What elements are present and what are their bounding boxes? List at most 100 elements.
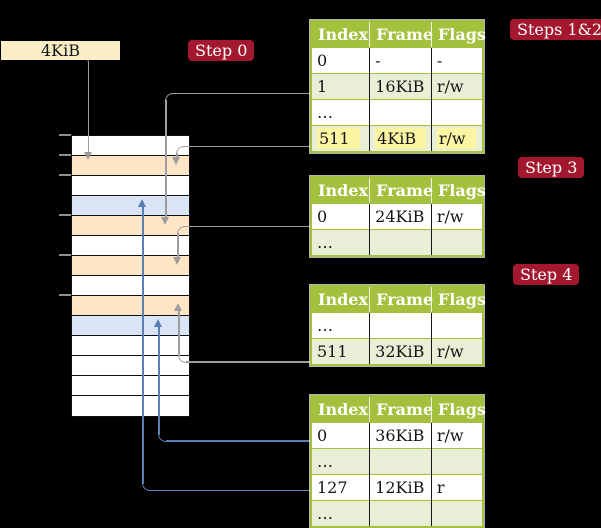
column-header-frame: Frame	[369, 397, 433, 423]
cell-text: -	[436, 51, 443, 70]
table-cell	[369, 448, 432, 475]
table-cell: r/w	[431, 73, 482, 100]
cell-text: r/w	[436, 207, 464, 226]
column-header-frame: Frame	[369, 287, 433, 313]
connector-corner	[178, 354, 186, 363]
memory-row-11	[72, 336, 189, 356]
cell-text: 0	[317, 51, 328, 70]
connector-segment	[87, 62, 89, 153]
table-cell: r/w	[431, 338, 482, 364]
memory-row-6	[72, 236, 189, 256]
table-row: 127 12KiB r	[312, 474, 482, 501]
memory-row-14	[72, 396, 189, 416]
connector-segment	[173, 92, 310, 94]
column-header-index: Index	[312, 22, 371, 48]
column-header-flags: Flags	[431, 397, 486, 423]
column-header-index: Index	[312, 178, 371, 204]
table-row: …	[312, 99, 482, 126]
arrowhead-up-icon	[138, 199, 146, 207]
frame-size-box: 4KiB	[1, 41, 120, 60]
memory-tick	[59, 214, 71, 216]
table-cell: 127	[312, 474, 371, 501]
table-cell: 24KiB	[369, 203, 432, 230]
cell-text: 127	[317, 478, 348, 497]
cell-text: 1	[317, 77, 328, 96]
cell-text: -	[375, 51, 381, 70]
connector-segment	[178, 311, 180, 356]
memory-row-8	[72, 276, 189, 296]
column-header-flags: Flags	[431, 178, 486, 204]
connector-corner	[142, 483, 150, 491]
table-cell: 16KiB	[369, 73, 432, 100]
arrowhead-down-icon	[84, 152, 92, 160]
table-cell	[369, 99, 432, 126]
table-cell	[431, 448, 482, 475]
cell-text: r/w	[436, 128, 476, 149]
column-header-flags: Flags	[431, 287, 486, 313]
connector-corner	[176, 145, 184, 154]
table-row: …	[312, 448, 482, 475]
cell-text: …	[317, 504, 333, 523]
memory-row-13	[72, 376, 189, 396]
arrowhead-down-icon	[172, 157, 180, 165]
connector-corner	[158, 433, 166, 442]
table-cell: 0	[312, 47, 371, 74]
step-0-badge: Step 0	[188, 40, 255, 61]
column-header-index: Index	[312, 397, 371, 423]
arrowhead-up-icon	[154, 319, 162, 327]
cell-text: 12KiB	[375, 478, 425, 497]
column-header-flags: Flags	[431, 22, 486, 48]
table-cell: …	[312, 500, 371, 526]
connector-segment	[165, 100, 167, 217]
connector-segment	[142, 207, 144, 484]
cell-text: 32KiB	[375, 342, 425, 361]
connector-segment	[176, 153, 178, 158]
connector-segment	[158, 327, 160, 435]
memory-tick	[59, 254, 71, 256]
memory-row-2	[72, 156, 189, 176]
cell-text: r	[436, 478, 445, 497]
cell-text: …	[317, 452, 333, 471]
memory-row-9	[72, 296, 189, 316]
memory-row-5	[72, 216, 189, 236]
table-cell	[369, 312, 432, 339]
cell-text: 0	[317, 207, 328, 226]
memory-row-4	[72, 196, 189, 216]
connector-segment	[177, 233, 179, 258]
table-cell	[431, 312, 482, 339]
table-cell: 12KiB	[369, 474, 432, 501]
table-cell: 36KiB	[369, 422, 432, 449]
connector-segment	[184, 145, 310, 147]
table-cell: r/w	[431, 203, 482, 230]
table-row: …	[312, 312, 482, 339]
table-cell: r/w	[431, 422, 482, 449]
table-cell: …	[312, 229, 371, 255]
table-cell: 32KiB	[369, 338, 432, 364]
memory-row-1	[72, 136, 189, 156]
connector-corner	[177, 225, 185, 234]
arrowhead-down-icon	[173, 257, 181, 265]
table-cell: …	[312, 448, 371, 475]
table-row: 0 - -	[312, 47, 482, 74]
table-cell: r/w	[431, 125, 482, 151]
memory-row-12	[72, 356, 189, 376]
step-3-badge: Step 3	[518, 157, 585, 178]
cell-text: …	[317, 103, 333, 122]
cell-text: …	[317, 316, 333, 335]
cell-text: 511	[317, 342, 348, 361]
table-row: …	[312, 229, 482, 255]
memory-row-7	[72, 256, 189, 276]
physical-memory-column	[71, 135, 190, 417]
column-header-frame: Frame	[369, 178, 433, 204]
arrowhead-down-icon	[161, 217, 169, 225]
cell-text: 4KiB	[375, 128, 427, 149]
cell-text: 36KiB	[375, 426, 425, 445]
table-row: 511 32KiB r/w	[312, 338, 482, 364]
cell-text: r/w	[436, 342, 464, 361]
column-header-frame: Frame	[369, 22, 433, 48]
cell-text: r/w	[436, 77, 464, 96]
